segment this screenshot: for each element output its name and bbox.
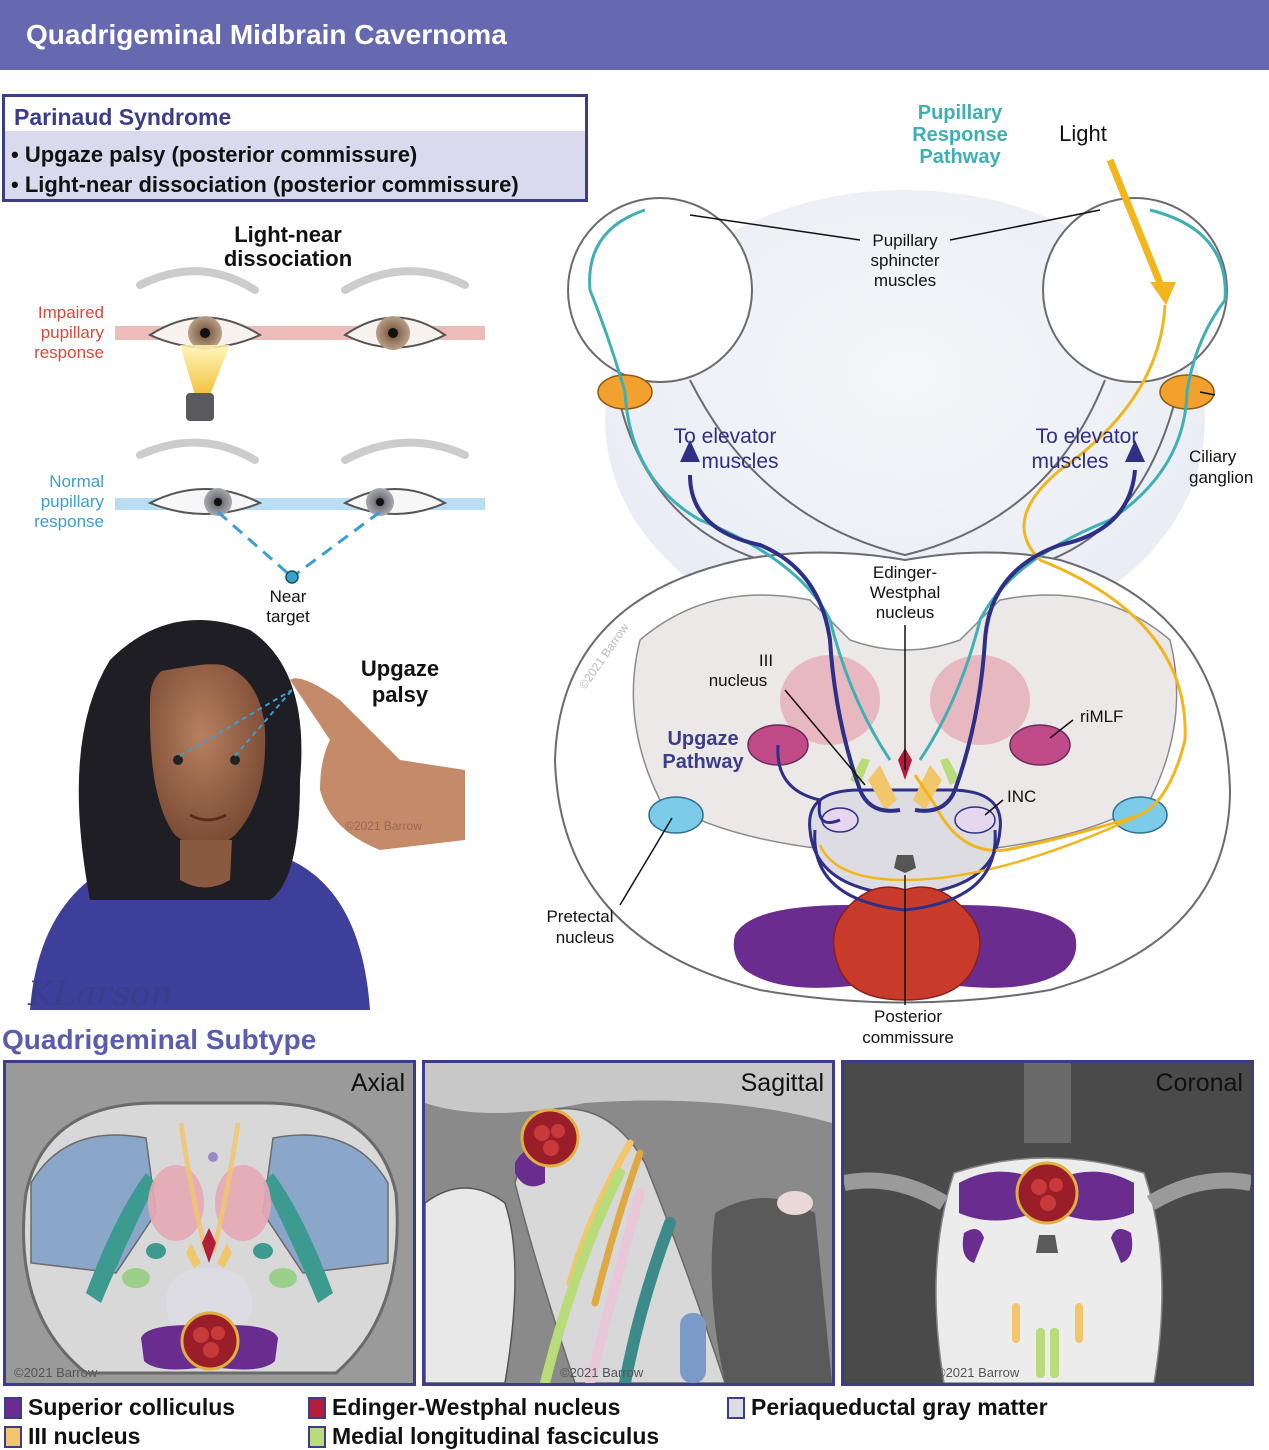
normal-label: Normal bbox=[49, 472, 104, 491]
upgaze-pathway-left bbox=[688, 474, 901, 813]
elevator-right-label: muscles bbox=[1031, 450, 1108, 473]
legend-item: Medial longitudinal fasciculus bbox=[308, 1423, 659, 1450]
penlight-icon bbox=[186, 393, 214, 421]
light-beam bbox=[180, 345, 230, 395]
sagittal-label: Sagittal bbox=[740, 1069, 824, 1097]
lnd-title-line1: Light-near bbox=[234, 222, 342, 247]
impaired-label: Impaired bbox=[38, 303, 104, 322]
lnd-title-line2: dissociation bbox=[224, 246, 352, 271]
legend-label: III nucleus bbox=[28, 1423, 141, 1449]
legend-swatch bbox=[727, 1396, 745, 1419]
legend-label: Periaqueductal gray matter bbox=[751, 1394, 1048, 1420]
coronal-panel: Coronal ©2021 Barrow bbox=[841, 1060, 1254, 1386]
sagittal-panel: Sagittal ©2021 Barrow bbox=[422, 1060, 835, 1386]
sagittal-cerebellum bbox=[425, 1187, 516, 1383]
pretectal-label: nucleus bbox=[556, 928, 615, 947]
left-superior-colliculus bbox=[733, 905, 860, 988]
left-elevator-arrowhead bbox=[680, 440, 700, 462]
near-target-dot bbox=[285, 570, 299, 584]
cavernoma bbox=[832, 886, 981, 1001]
sphincter-label: Pupillary bbox=[872, 231, 938, 250]
ew-label: Westphal bbox=[870, 583, 941, 602]
pretectal-label: Pretectal bbox=[546, 907, 613, 926]
upgaze-pathway-label: Upgaze bbox=[667, 728, 738, 750]
left-eyeball bbox=[567, 197, 753, 383]
artist-signature: KLarson bbox=[27, 974, 172, 1014]
coronal-copyright: ©2021 Barrow bbox=[936, 1365, 1020, 1380]
upper-eyes bbox=[115, 267, 485, 421]
pupillary-pathway-left bbox=[588, 208, 892, 761]
upgaze-pathway-right bbox=[914, 469, 1137, 813]
ew-label: Edinger- bbox=[873, 563, 937, 582]
axial-panel: Axial ©2021 Barrow bbox=[3, 1060, 416, 1386]
upgaze-pathway-label: Pathway bbox=[662, 751, 744, 773]
pathway-diagram: ©2021 Barrow bbox=[553, 158, 1232, 1005]
legend-swatch bbox=[4, 1396, 22, 1419]
sphincter-label: muscles bbox=[874, 271, 936, 290]
axial-copyright: ©2021 Barrow bbox=[14, 1365, 98, 1380]
illustration-canvas: Light-near dissociation Impaired pupilla… bbox=[27, 102, 1253, 1047]
iii-nucleus-label: nucleus bbox=[709, 671, 768, 690]
legend-swatch bbox=[308, 1425, 326, 1448]
impaired-label: response bbox=[34, 343, 104, 362]
axial-label: Axial bbox=[350, 1069, 405, 1097]
light-pathway bbox=[913, 304, 1187, 852]
posterior-commissure-label: commissure bbox=[862, 1028, 954, 1047]
legend-label: Edinger-Westphal nucleus bbox=[332, 1394, 621, 1420]
legend-swatch bbox=[4, 1425, 22, 1448]
lower-eyes bbox=[115, 438, 485, 584]
rimlf-label: riMLF bbox=[1080, 707, 1123, 726]
legend-label: Superior colliculus bbox=[28, 1394, 236, 1420]
light-label: Light bbox=[1059, 121, 1107, 146]
ciliary-label: ganglion bbox=[1189, 468, 1253, 487]
near-target-label: Near bbox=[270, 587, 307, 606]
sagittal-copyright: ©2021 Barrow bbox=[560, 1365, 644, 1380]
pupillary-pathway-title: Response bbox=[912, 124, 1008, 146]
syndrome-bullet: • Light-near dissociation (posterior com… bbox=[11, 172, 519, 197]
near-target-label: target bbox=[266, 607, 310, 626]
elevator-left-label: To elevator bbox=[674, 425, 777, 448]
right-superior-colliculus bbox=[950, 905, 1077, 988]
light-arrow bbox=[1106, 158, 1166, 290]
inc-nucleus bbox=[954, 806, 996, 834]
normal-label: pupillary bbox=[41, 492, 105, 511]
right-eyeball bbox=[1042, 197, 1228, 383]
right-elevator-arrowhead bbox=[1125, 440, 1145, 462]
header-bar: Quadrigeminal Midbrain Cavernoma bbox=[0, 0, 1269, 70]
coronal-cavernoma bbox=[1015, 1161, 1079, 1225]
syndrome-bullet: • Upgaze palsy (posterior commissure) bbox=[11, 142, 418, 167]
subtype-title: Quadrigeminal Subtype bbox=[2, 1024, 317, 1055]
normal-label: response bbox=[34, 512, 104, 531]
legend-item: Periaqueductal gray matter bbox=[727, 1394, 1048, 1421]
elevator-right-label: To elevator bbox=[1036, 425, 1139, 448]
syndrome-title: Parinaud Syndrome bbox=[14, 104, 232, 130]
elevator-left-label: muscles bbox=[701, 450, 778, 473]
legend-swatch bbox=[308, 1396, 326, 1419]
legend-item: Superior colliculus bbox=[4, 1394, 235, 1421]
syndrome-box: Parinaud Syndrome • Upgaze palsy (poster… bbox=[2, 94, 588, 202]
ew-label: nucleus bbox=[876, 603, 935, 622]
inc-label: INC bbox=[1007, 787, 1036, 806]
axial-cavernoma bbox=[180, 1311, 240, 1371]
pupillary-pathway-title: Pathway bbox=[919, 146, 1001, 168]
upgaze-palsy-label: Upgaze bbox=[361, 656, 439, 681]
impaired-label: pupillary bbox=[41, 323, 105, 342]
iii-nucleus-label: III bbox=[759, 651, 773, 670]
upgaze-palsy-label: palsy bbox=[372, 682, 429, 707]
portrait-copyright: ©2021 Barrow bbox=[345, 819, 422, 833]
pupillary-pathway-right bbox=[918, 208, 1227, 761]
left-pretectal-nucleus bbox=[648, 796, 704, 834]
legend-item: III nucleus bbox=[4, 1423, 140, 1450]
legend-item: Edinger-Westphal nucleus bbox=[308, 1394, 620, 1421]
ciliary-label: Ciliary bbox=[1189, 447, 1237, 466]
sagittal-cavernoma bbox=[520, 1108, 580, 1168]
sphincter-label: sphincter bbox=[871, 251, 940, 270]
coronal-label: Coronal bbox=[1155, 1069, 1243, 1097]
pupillary-pathway-title: Pupillary bbox=[918, 102, 1003, 124]
page-title: Quadrigeminal Midbrain Cavernoma bbox=[26, 19, 507, 50]
posterior-commissure-label: Posterior bbox=[874, 1007, 942, 1026]
patient-illustration: ©2021 Barrow bbox=[30, 620, 465, 1010]
right-rimlf bbox=[1009, 724, 1071, 766]
legend-label: Medial longitudinal fasciculus bbox=[332, 1423, 660, 1449]
